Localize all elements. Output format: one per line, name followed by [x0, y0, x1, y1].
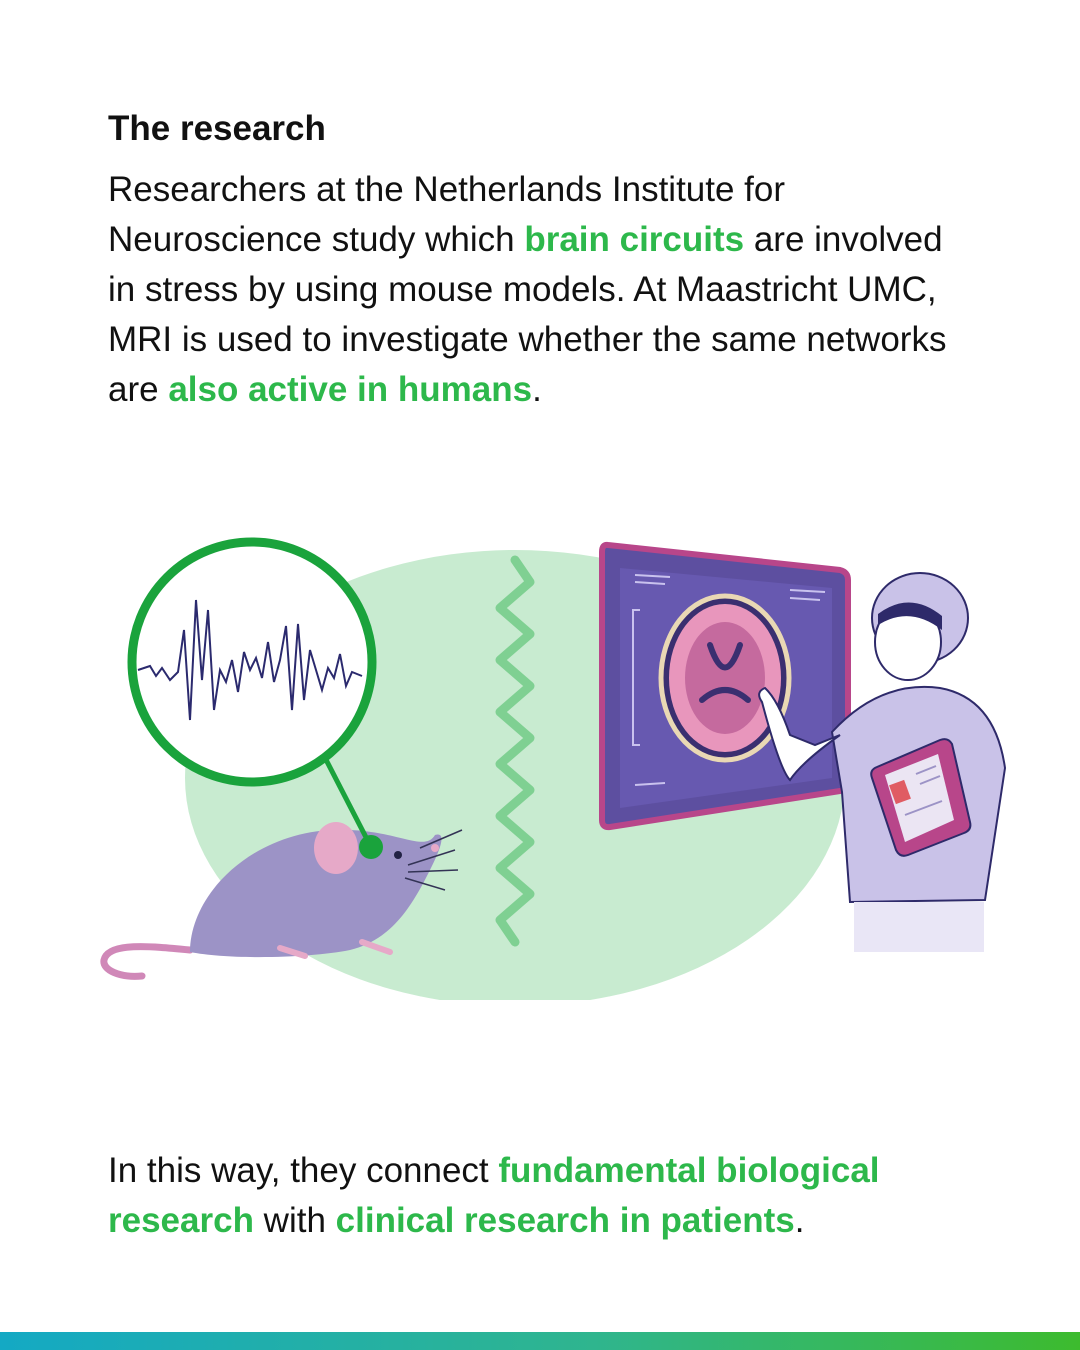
tablet-icon — [870, 738, 972, 857]
section-heading: The research — [108, 109, 326, 148]
electrode-dot — [359, 835, 383, 859]
highlight-clinical-research: clinical research in patients — [335, 1201, 795, 1240]
paragraph-text: In this way, they connect — [108, 1151, 499, 1190]
paragraph-text: . — [794, 1201, 805, 1240]
connector-line — [317, 746, 374, 849]
paragraph-text: are involved in stress by using mouse mo… — [108, 220, 947, 409]
highlight-brain-circuits: brain circuits — [524, 220, 745, 259]
paragraph-text: . — [532, 370, 542, 409]
zigzag-divider — [495, 555, 535, 947]
paragraph-text: with — [253, 1201, 336, 1240]
paragraph-text: Researchers at the Netherlands Institute… — [108, 170, 786, 259]
bottom-gradient-bar — [0, 1332, 1080, 1350]
research-illustration — [90, 530, 1030, 1006]
highlight-active-in-humans: also active in humans — [168, 370, 533, 409]
doctor-trousers — [854, 902, 984, 952]
mri-brain-scan-icon — [599, 541, 851, 831]
conclusion-paragraph: In this way, they connect fundamental bi… — [108, 1146, 978, 1246]
mouse-icon — [100, 822, 463, 980]
highlight-fundamental-research: fundamental biological research — [108, 1151, 880, 1240]
illustration-svg — [100, 537, 1007, 1006]
eeg-signal-icon — [127, 537, 377, 787]
research-paragraph: Researchers at the Netherlands Institute… — [108, 165, 978, 415]
